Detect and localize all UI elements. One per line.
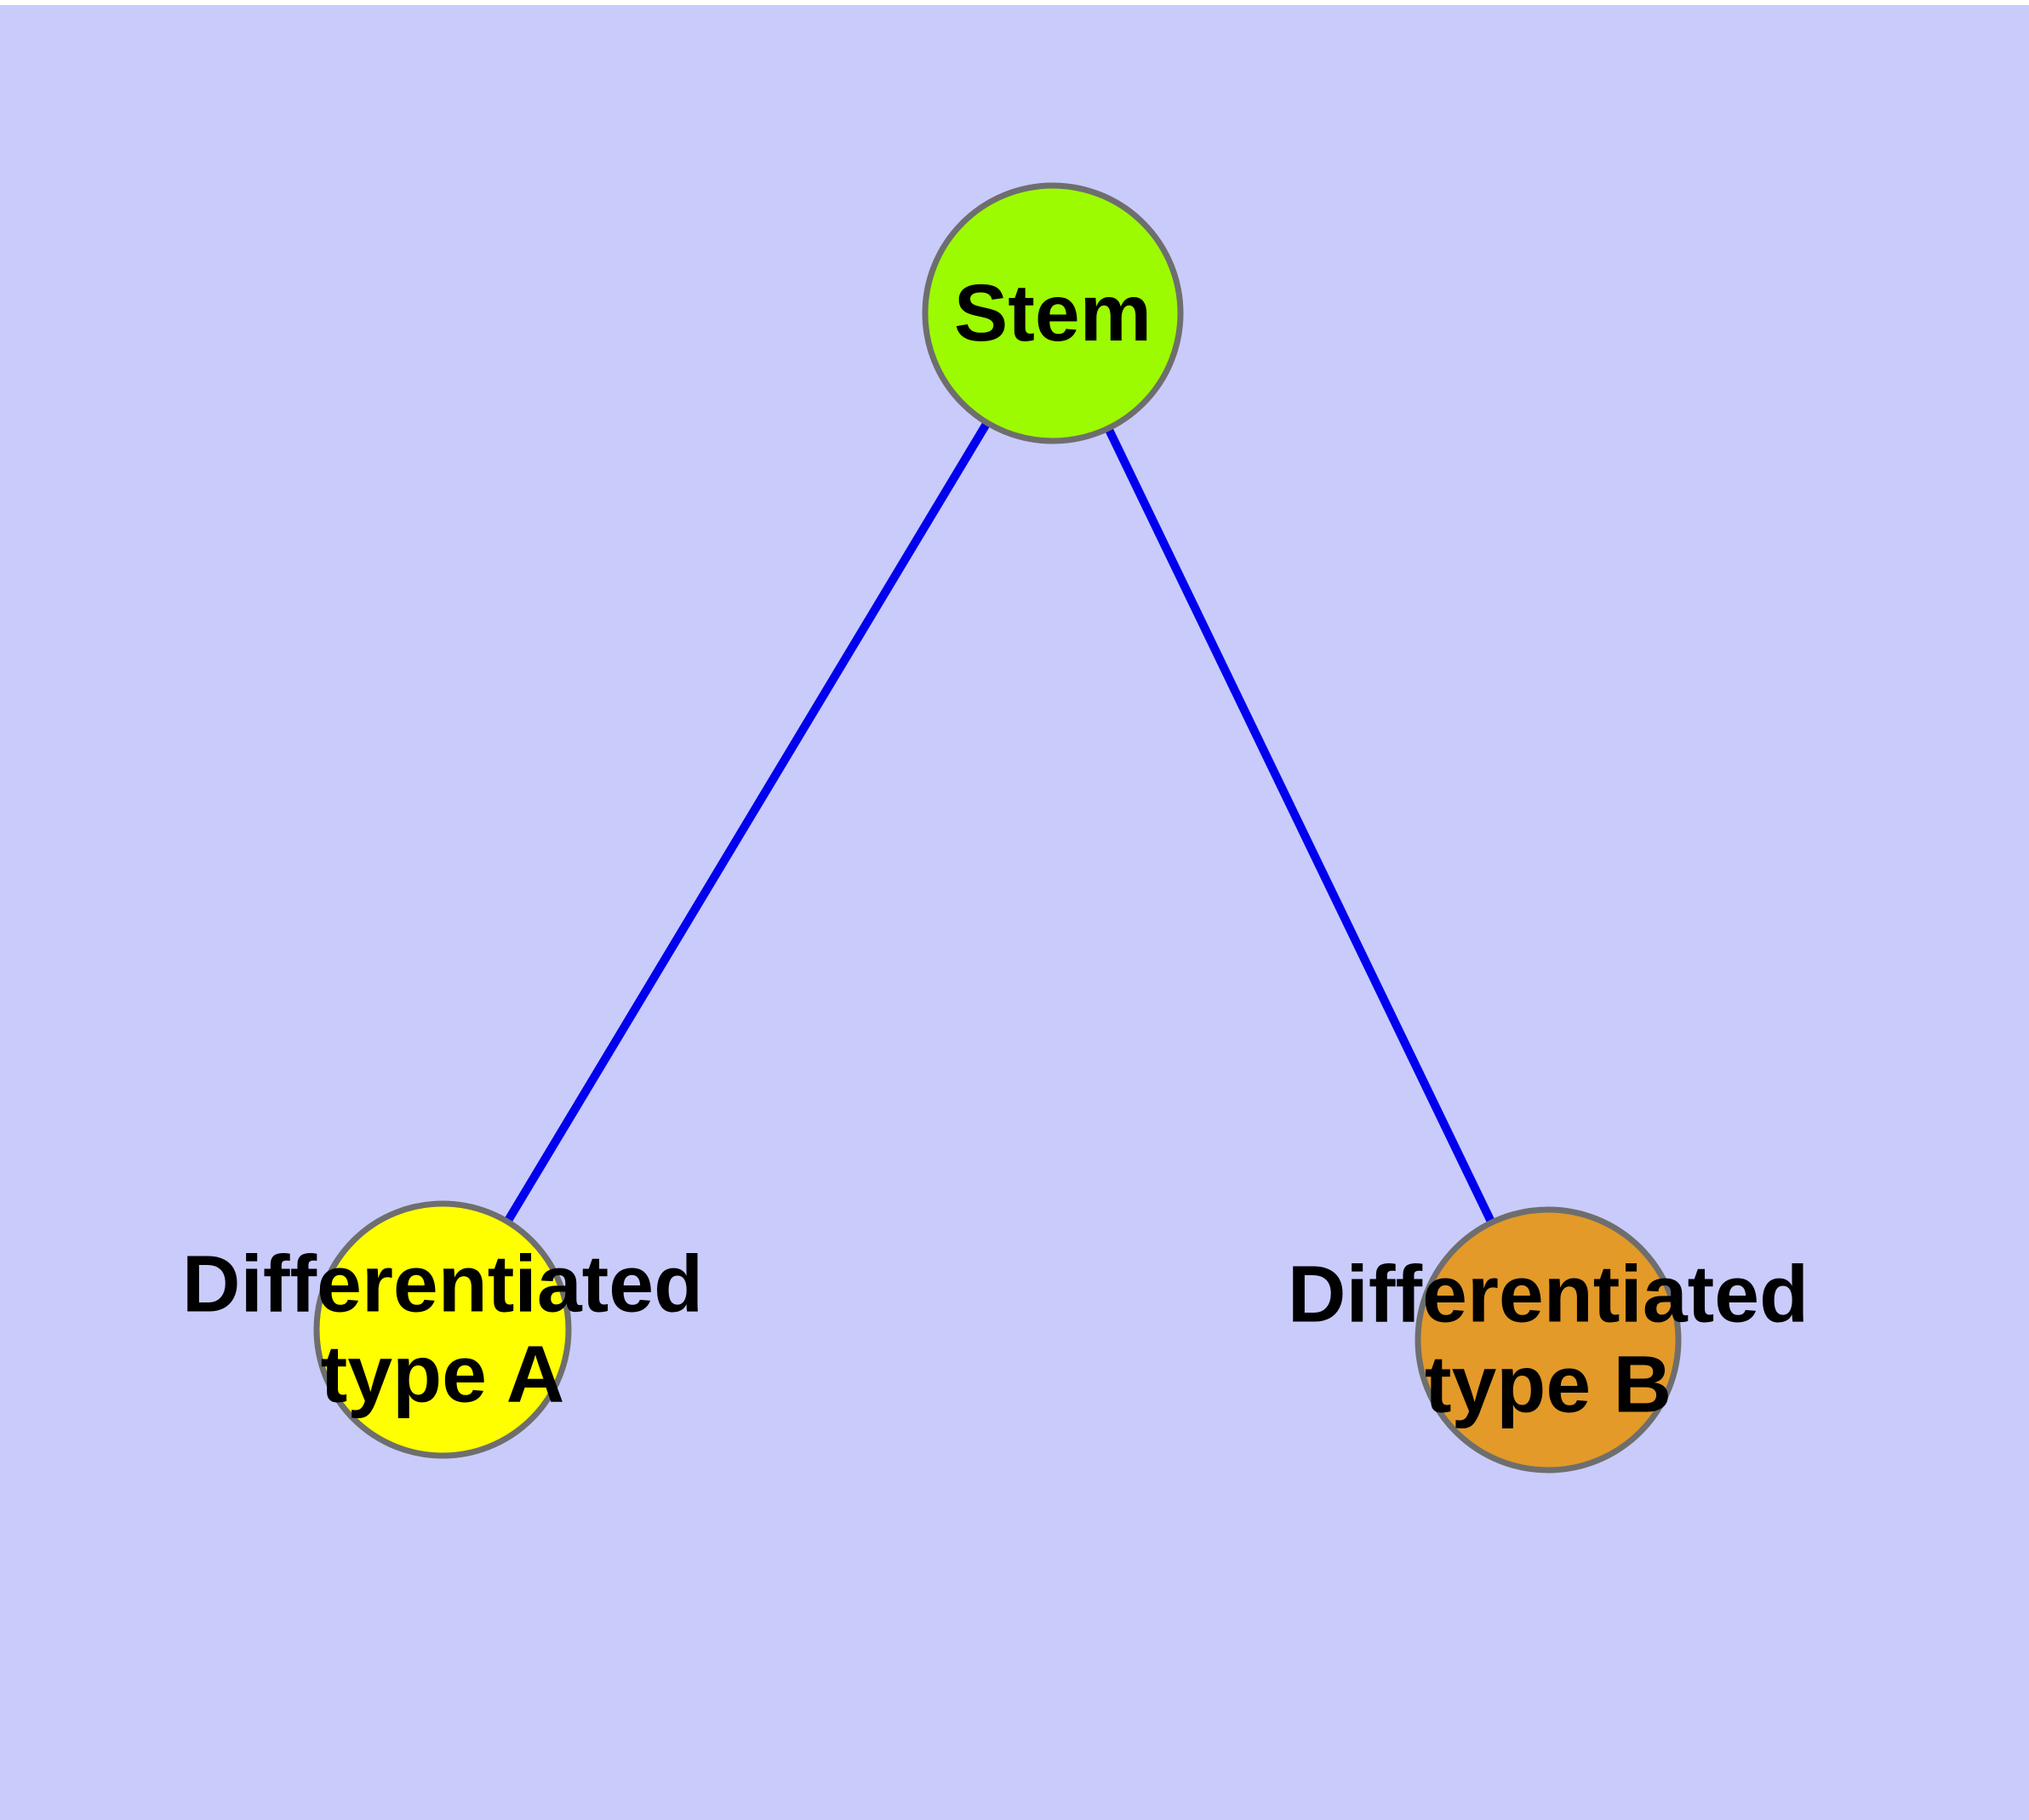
node-differentiated-type-a[interactable] (313, 1200, 572, 1459)
node-differentiated-type-b[interactable] (1415, 1206, 1682, 1474)
node-layer (313, 182, 1682, 1474)
edge-stem-to-differentiated-type-a[interactable] (438, 309, 1057, 1334)
edge-stem-to-differentiated-type-b[interactable] (1049, 309, 1552, 1344)
edge-layer (438, 309, 1552, 1344)
node-stem[interactable] (922, 182, 1184, 444)
